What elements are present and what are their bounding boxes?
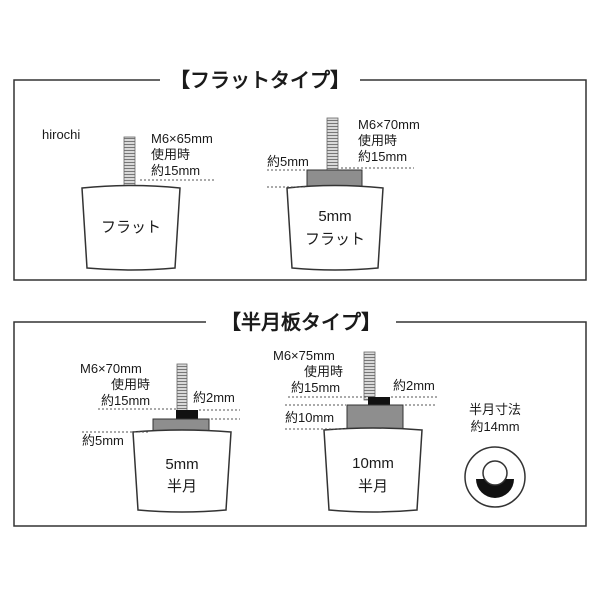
foot-body-icon: [81, 184, 181, 271]
usage-label: 使用時: [358, 133, 397, 148]
bolt-icon: [326, 117, 339, 171]
foot-body-label: 半月: [167, 478, 197, 495]
foot-body-label: 5mm: [318, 208, 351, 225]
half-moon-type-title: 【半月板タイプ】: [221, 310, 381, 334]
half-moon-plate-icon: [176, 410, 198, 419]
half-moon-size-value: 約14mm: [470, 419, 519, 434]
bolt-size-label: M6×65mm: [151, 131, 213, 146]
foot-body-label: フラット: [101, 219, 161, 236]
foot-body-icon: [132, 429, 232, 513]
foot-body-label: 5mm: [165, 456, 198, 473]
foot-body-label: 半月: [358, 478, 388, 495]
spacer-icon: [346, 404, 404, 430]
half-moon-foot-left: M6×70mm 使用時 約15mm 約2mm 約5mm 5mm 半月: [80, 361, 240, 513]
bolt-size-label: M6×70mm: [80, 361, 142, 376]
usage-label: 使用時: [151, 147, 190, 162]
bolt-icon: [363, 351, 376, 401]
flat-type-title: 【フラットタイプ】: [170, 69, 350, 92]
flat-foot-left: M6×65mm 使用時 約15mm フラット: [81, 131, 216, 271]
usage-length-label: 約15mm: [358, 149, 407, 164]
foot-body-icon: [286, 184, 384, 271]
usage-length-label: 約15mm: [151, 163, 200, 178]
usage-label: 使用時: [111, 377, 150, 392]
bolt-size-label: M6×75mm: [273, 348, 335, 363]
half-moon-size-label: 半月寸法: [469, 402, 521, 417]
half-moon-plate-icon: [368, 397, 390, 405]
half-moon-foot-right: M6×75mm 使用時 約15mm 約2mm 約10mm 10mm 半月: [273, 348, 437, 513]
watermark: hirochi: [42, 127, 80, 142]
foot-body-label: 10mm: [352, 455, 394, 472]
spacer-size-label: 約5mm: [82, 433, 124, 448]
flat-foot-right: M6×70mm 使用時 約15mm 約5mm 5mm フラット: [267, 117, 420, 271]
half-moon-type-panel: 【半月板タイプ】 M6×70mm 使用時 約15mm 約2mm 約5mm 5mm…: [13, 308, 587, 527]
washer-hole-icon: [482, 460, 508, 486]
top-plate-size-label: 約2mm: [193, 390, 235, 405]
usage-length-label: 約15mm: [101, 393, 150, 408]
usage-label: 使用時: [304, 364, 343, 379]
foot-body-icon: [323, 427, 423, 513]
foot-body-label: フラット: [305, 231, 365, 248]
usage-length-label: 約15mm: [291, 380, 340, 395]
bolt-icon: [176, 363, 188, 413]
spacer-size-label: 約5mm: [267, 154, 309, 169]
spacer-icon: [306, 169, 363, 188]
bolt-size-label: M6×70mm: [358, 117, 420, 132]
half-moon-size-callout: 半月寸法 約14mm: [464, 402, 526, 508]
top-plate-size-label: 約2mm: [393, 378, 435, 393]
half-moon-icon: [476, 479, 514, 498]
spacer-size-label: 約10mm: [285, 410, 334, 425]
bolt-icon: [123, 136, 136, 188]
flat-type-panel: 【フラットタイプ】 hirochi M6×65mm 使用時 約15mm フラット…: [13, 66, 587, 281]
